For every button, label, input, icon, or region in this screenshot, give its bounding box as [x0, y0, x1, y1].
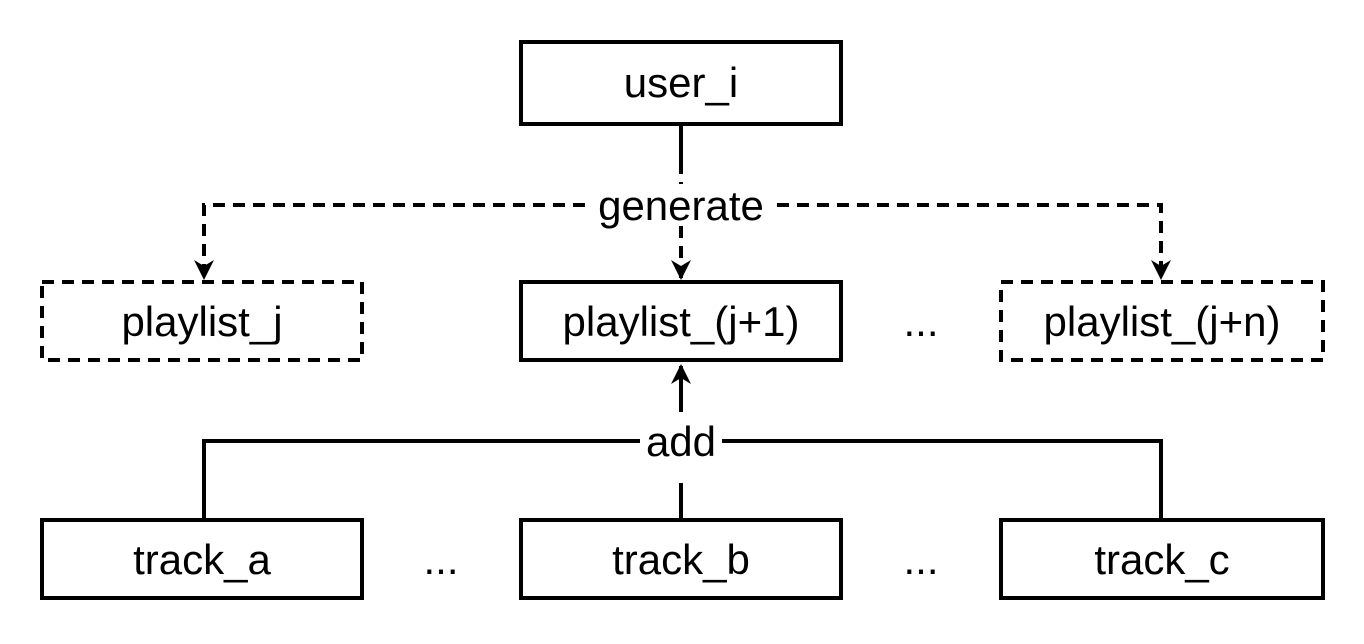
generate-edge-label: generate [598, 182, 764, 229]
playlist-j-box [40, 280, 364, 362]
generate-edges [194, 124, 1171, 280]
track-b-box [519, 518, 843, 600]
playlist-j1-box [519, 280, 843, 362]
track-a-label: track_a [133, 536, 271, 583]
playlist-j-node: playlist_j [40, 280, 364, 362]
playlists-ellipsis: ... [903, 298, 938, 345]
playlist-j1-node: playlist_(j+1) [519, 280, 843, 362]
track-a-box [40, 518, 364, 600]
playlist-jn-box [999, 280, 1325, 362]
generate-branch-left [194, 203, 585, 280]
add-edges [202, 364, 1163, 518]
playlist-j-label: playlist_j [121, 298, 282, 345]
track-b-node: track_b [519, 518, 843, 600]
add-edge-label: add [646, 418, 716, 465]
tracks-ellipsis-right: ... [903, 536, 938, 583]
user-node-label: user_i [624, 59, 738, 106]
user-node: user_i [519, 40, 843, 126]
playlist-jn-label: playlist_(j+n) [1044, 298, 1281, 345]
playlist-j1-label: playlist_(j+1) [563, 298, 800, 345]
add-branch-right [722, 439, 1163, 518]
user-node-box [519, 40, 843, 126]
track-c-label: track_c [1094, 536, 1229, 583]
generate-branch-right [777, 203, 1171, 280]
track-c-box [999, 518, 1325, 600]
playlist-jn-node: playlist_(j+n) [999, 280, 1325, 362]
add-branch-left [202, 439, 640, 518]
tracks-ellipsis-left: ... [423, 536, 458, 583]
track-c-node: track_c [999, 518, 1325, 600]
track-b-label: track_b [612, 536, 750, 583]
track-a-node: track_a [40, 518, 364, 600]
